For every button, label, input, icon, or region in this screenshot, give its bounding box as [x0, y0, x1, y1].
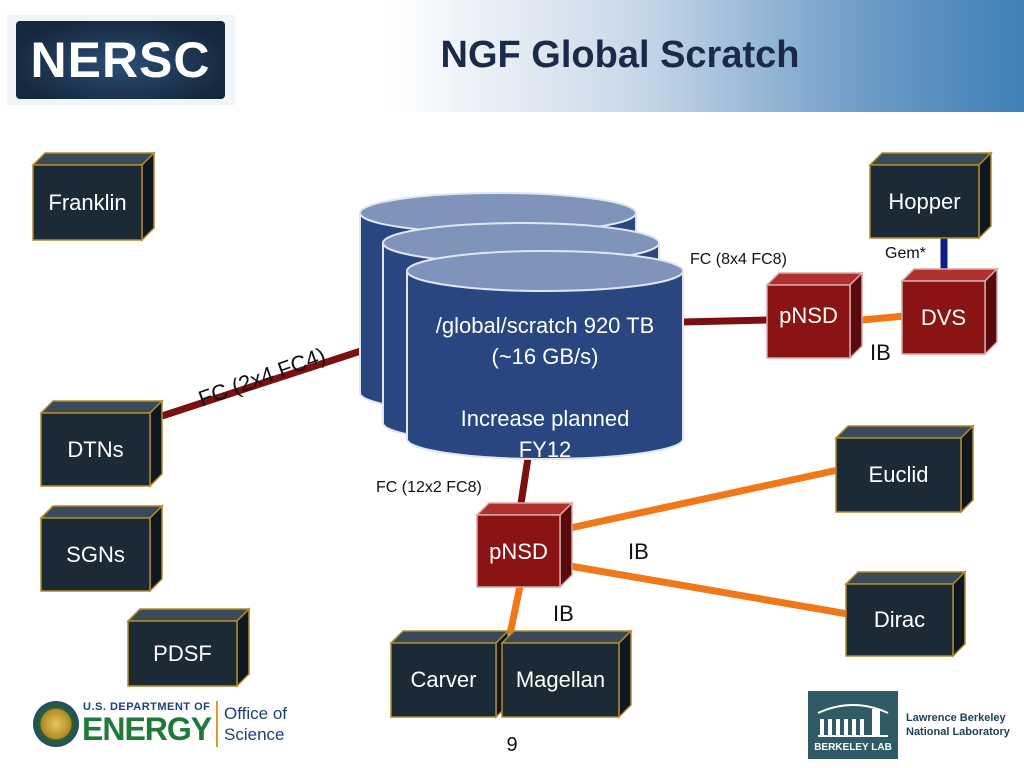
office-of-science-text: Office of Science	[224, 703, 287, 745]
office-line-1: Office of	[224, 704, 287, 723]
node-sgns: SGNs	[41, 518, 150, 591]
node-franklin-label: Franklin	[48, 189, 127, 215]
node-carver: Carver	[391, 643, 496, 717]
node-euclid: Euclid	[836, 438, 961, 512]
label-fc-8x4: FC (8x4 FC8)	[690, 251, 787, 268]
franklin-box-shape	[31, 151, 156, 242]
doe-logo: U.S. DEPARTMENT OF ENERGY Office of Scie…	[33, 697, 295, 751]
label-fc-12x2: FC (12x2 FC8)	[376, 479, 482, 496]
doe-seal-icon	[33, 701, 79, 747]
doe-logo-divider	[216, 701, 218, 747]
node-magellan: Magellan	[502, 643, 619, 717]
node-pdsf-label: PDSF	[153, 640, 212, 666]
storage-label: /global/scratch 920 TB (~16 GB/s) Increa…	[407, 310, 683, 465]
berkeley-lab-name: Lawrence Berkeley National Laboratory	[906, 711, 1010, 739]
hopper-box-shape	[868, 151, 993, 240]
storage-line-2: (~16 GB/s)	[491, 344, 599, 369]
link-ib-dvs	[861, 312, 906, 324]
slide-title: NGF Global Scratch	[440, 34, 800, 76]
node-magellan-label: Magellan	[515, 667, 606, 692]
berkeley-lab-mark-icon: BERKELEY LAB	[808, 691, 898, 759]
link-fc-pnsd-top	[681, 316, 769, 326]
node-hopper: Hopper	[870, 165, 979, 238]
node-euclid-label: Euclid	[868, 462, 929, 487]
node-franklin: Franklin	[33, 165, 142, 240]
doe-logo-energy-text: ENERGY	[82, 711, 212, 747]
node-pdsf: PDSF	[128, 621, 237, 686]
label-ib-top: IB	[870, 340, 891, 365]
label-gem: Gem*	[885, 245, 926, 262]
office-line-2: Science	[224, 725, 285, 744]
nersc-logo-text: NERSC	[30, 32, 211, 88]
dtns-box-shape	[39, 399, 164, 488]
storage-line-4: FY12	[518, 437, 572, 462]
node-dirac-label: Dirac	[873, 607, 926, 632]
pnsd-top-box-shape	[765, 271, 864, 360]
link-ib-dirac	[569, 562, 849, 618]
node-dirac: Dirac	[846, 584, 953, 656]
pdsf-box-shape	[126, 607, 251, 688]
nersc-logo: NERSC	[7, 15, 235, 105]
pnsd-bottom-box-shape	[475, 501, 574, 589]
berkeley-lab-mark-text: BERKELEY LAB	[814, 742, 892, 753]
node-pnsd-top: pNSD	[767, 285, 850, 358]
node-dtns-label: DTNs	[67, 436, 124, 462]
node-hopper-label: Hopper	[888, 188, 961, 214]
doe-logo-small-text: U.S. DEPARTMENT OF	[83, 701, 211, 713]
node-sgns-label: SGNs	[66, 541, 125, 567]
storage-line-1: /global/scratch 920 TB	[435, 313, 655, 338]
carver-box-shape	[389, 629, 510, 719]
node-carver-label: Carver	[410, 667, 477, 692]
storage-cylinder-front	[406, 250, 684, 460]
node-pnsd-bottom-label: pNSD	[489, 539, 548, 564]
lab-name-line-1: Lawrence Berkeley	[906, 712, 1006, 724]
storage-line-3: Increase planned	[460, 406, 630, 431]
link-fc-pnsd-bottom	[516, 457, 532, 511]
node-dtns: DTNs	[41, 413, 150, 486]
dirac-box-shape	[844, 570, 967, 658]
dvs-box-shape	[900, 267, 999, 356]
sgns-box-shape	[39, 504, 164, 593]
node-pnsd-top-label: pNSD	[779, 303, 838, 328]
link-fc-dtns	[160, 344, 372, 420]
berkeley-lab-logo: BERKELEY LAB Lawrence Berkeley National …	[808, 691, 1010, 759]
magellan-box-shape	[500, 629, 633, 719]
page-number: 9	[506, 734, 518, 756]
lab-name-line-2: National Laboratory	[906, 726, 1010, 738]
node-pnsd-bottom: pNSD	[477, 515, 560, 587]
label-ib-bottom: IB	[553, 601, 574, 626]
node-dvs: DVS	[902, 281, 985, 354]
label-ib-mid: IB	[628, 539, 649, 564]
link-ib-euclid	[569, 466, 839, 532]
link-ib-carver	[506, 585, 524, 635]
euclid-box-shape	[834, 424, 975, 514]
node-dvs-label: DVS	[920, 305, 967, 330]
